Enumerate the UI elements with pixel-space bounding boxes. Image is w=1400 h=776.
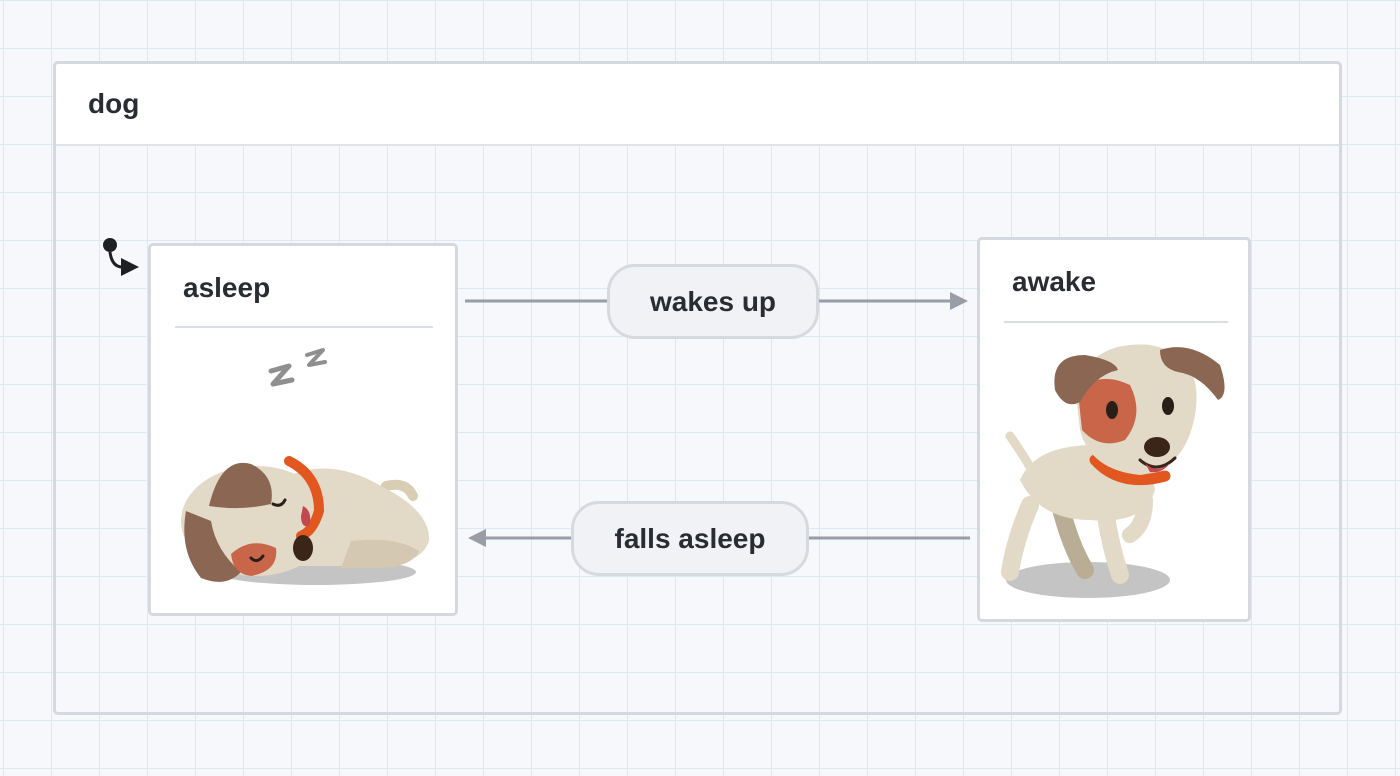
zz-icon xyxy=(268,363,295,387)
state-asleep-divider xyxy=(175,326,433,328)
state-asleep[interactable]: asleep xyxy=(148,243,458,616)
arrowhead-wakes-up xyxy=(950,292,968,310)
standing-dog-illustration xyxy=(1001,344,1225,598)
event-wakes-up[interactable]: wakes up xyxy=(607,264,819,339)
machine-title: dog xyxy=(88,88,140,119)
state-awake-divider xyxy=(1004,321,1228,323)
machine-header: dog xyxy=(56,64,1339,146)
state-awake-title: awake xyxy=(1012,266,1097,297)
arrowhead-falls-asleep xyxy=(468,529,486,547)
machine-container: dog xyxy=(53,61,1342,715)
state-asleep-title: asleep xyxy=(183,272,271,303)
event-falls-asleep-label: falls asleep xyxy=(614,522,766,554)
event-falls-asleep[interactable]: falls asleep xyxy=(571,501,809,576)
state-awake[interactable]: awake xyxy=(977,237,1251,622)
event-wakes-up-label: wakes up xyxy=(649,285,777,317)
sleeping-dog-illustration xyxy=(181,348,430,585)
